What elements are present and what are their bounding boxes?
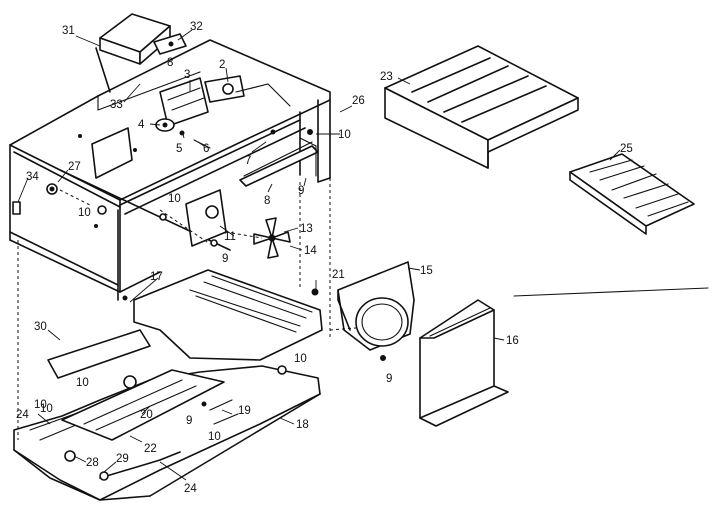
callout-labels: 2 3 4 5 6 7 8 9 10 11 13 14 15 16 17 18 …: [16, 21, 633, 495]
callout-4: 4: [138, 119, 145, 131]
fan-assembly: [159, 189, 291, 259]
callout-10-pan-right: 10: [294, 353, 307, 365]
callout-25: 25: [620, 143, 633, 155]
callout-10-pan-front: 10: [40, 403, 53, 415]
callout-21: 21: [332, 269, 345, 281]
ice-tray-part-25: [569, 153, 695, 235]
callout-10-pan-left: 10: [76, 377, 89, 389]
callout-24-left: 24: [16, 409, 29, 421]
callout-10-pan-mid: 10: [208, 431, 221, 443]
callout-9-duct: 9: [386, 373, 392, 385]
callout-31: 31: [62, 25, 75, 37]
callout-14: 14: [304, 245, 317, 257]
callout-19: 19: [238, 405, 251, 417]
callout-9: 9: [298, 185, 304, 197]
main-housing-frame: [9, 39, 331, 301]
callout-28: 28: [86, 457, 99, 469]
top-box-part-31: [95, 13, 187, 93]
callout-23: 23: [380, 71, 393, 83]
control-assembly: [155, 75, 291, 149]
assembly-guide-lines: [17, 178, 357, 440]
callout-33: 33: [110, 99, 123, 111]
panel-part-16: [419, 299, 509, 427]
callout-17: 17: [150, 271, 163, 283]
callout-11: 11: [224, 231, 236, 243]
callout-26: 26: [352, 95, 365, 107]
callout-20: 20: [140, 409, 153, 421]
callout-6: 6: [203, 143, 209, 155]
callout-16: 16: [506, 335, 519, 347]
callout-8-top: 8: [167, 57, 173, 69]
callout-27: 27: [68, 161, 81, 173]
bracket-parts-7-8: [239, 129, 319, 187]
callout-7: 7: [245, 155, 251, 167]
callout-10-pan-edge: 10: [34, 399, 47, 411]
callout-10-fan: 10: [168, 193, 181, 205]
duct-part-15: [337, 261, 415, 361]
leader-lines: [17, 29, 621, 481]
callout-9-pan: 9: [186, 415, 192, 427]
fan-blade-part-13: [253, 217, 291, 259]
callout-10-left: 10: [78, 207, 91, 219]
callout-24-bottom: 24: [184, 483, 197, 495]
callout-9-fan: 9: [222, 253, 228, 265]
callout-2: 2: [219, 59, 225, 71]
left-side-parts: [12, 127, 133, 215]
callout-13: 13: [300, 223, 313, 235]
callout-29: 29: [116, 453, 129, 465]
callout-18: 18: [296, 419, 309, 431]
callout-5: 5: [176, 143, 182, 155]
callout-34: 34: [26, 171, 39, 183]
base-pan-assembly: [13, 269, 323, 501]
callout-15: 15: [420, 265, 433, 277]
top-cover-part-23: [384, 45, 579, 169]
callout-30: 30: [34, 321, 47, 333]
callout-8: 8: [264, 195, 270, 207]
callout-22: 22: [144, 443, 157, 455]
callout-32: 32: [190, 21, 203, 33]
callout-10: 10: [338, 129, 351, 141]
callout-3: 3: [184, 69, 190, 81]
reference-line: [513, 287, 709, 297]
